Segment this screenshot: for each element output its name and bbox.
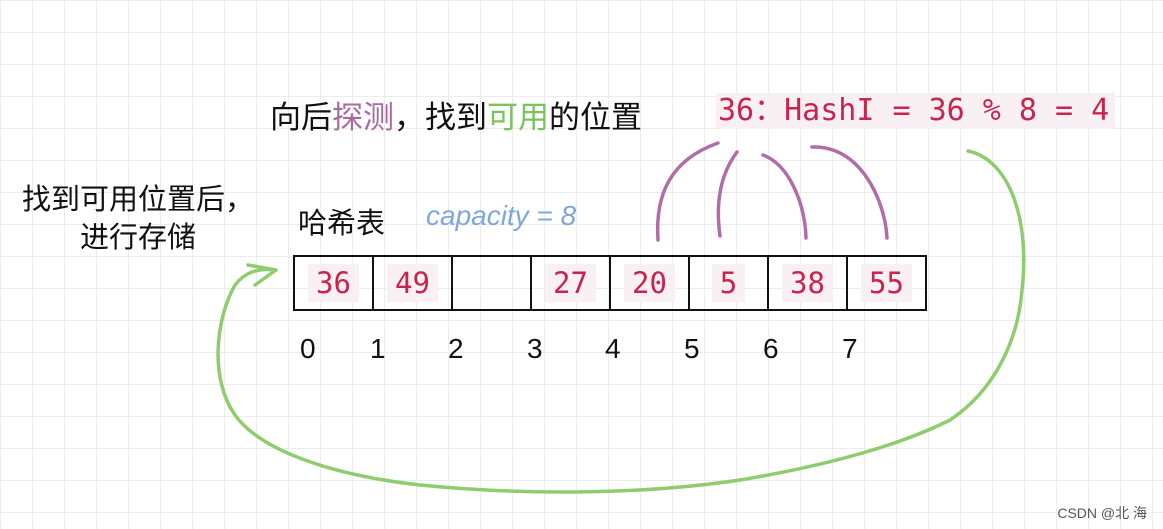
cell-value-0: 36 [308, 264, 359, 302]
index-label-0: 0 [300, 333, 316, 364]
cell-value-3: 27 [545, 264, 596, 302]
index-label-1: 1 [370, 333, 386, 364]
index-label-6: 6 [763, 333, 779, 364]
table-cell-6: 38 [769, 257, 848, 309]
store-note-line-1: 找到可用位置后， [22, 182, 255, 216]
index-label-7: 7 [842, 333, 858, 364]
store-return-arrow [216, 149, 1026, 494]
cell-value-5: 5 [711, 264, 746, 302]
probe-arcs [655, 141, 889, 242]
index-label-5: 5 [684, 333, 700, 364]
table-cell-1: 49 [374, 257, 453, 309]
table-cell-5: 5 [690, 257, 769, 309]
hash-table: 36 49 27 20 5 38 55 [293, 255, 927, 311]
title-part-3: ，找到 [394, 100, 487, 136]
title-part-1: 向后 [270, 100, 332, 136]
hash-formula: 36：HashI = 36 % 8 = 4 [716, 93, 1116, 129]
title-part-probe: 探测 [332, 100, 394, 136]
probe-arc-6-to-7 [761, 153, 808, 240]
probe-title: 向后探测，找到可用的位置 [270, 92, 642, 137]
hash-table-label: 哈希表 [298, 206, 386, 240]
probe-arc-7-end [810, 145, 889, 240]
title-part-available: 可用 [487, 100, 549, 136]
index-label-2: 2 [448, 333, 464, 364]
store-note-line-2: 进行存储 [80, 220, 197, 254]
index-label-4: 4 [605, 333, 621, 364]
table-cell-4: 20 [611, 257, 690, 309]
watermark: CSDN @北 海 [1057, 505, 1147, 521]
cell-value-7: 55 [861, 264, 912, 302]
store-note: 找到可用位置后， 进行存储 [22, 180, 254, 256]
cell-value-1: 49 [387, 264, 438, 302]
return-arrow-head [246, 263, 278, 287]
cell-value-4: 20 [624, 264, 675, 302]
table-cell-2 [453, 257, 532, 309]
table-cell-7: 55 [848, 257, 925, 309]
capacity-label: capacity = 8 [426, 200, 577, 231]
cell-value-6: 38 [782, 264, 833, 302]
index-label-3: 3 [527, 333, 543, 364]
probe-arc-4-to-5 [655, 141, 720, 242]
table-cell-3: 27 [532, 257, 611, 309]
probe-arc-5-to-6 [716, 150, 739, 238]
table-cell-0: 36 [295, 257, 374, 309]
title-part-5: 的位置 [549, 100, 642, 136]
return-arrow-curve [216, 149, 1026, 494]
